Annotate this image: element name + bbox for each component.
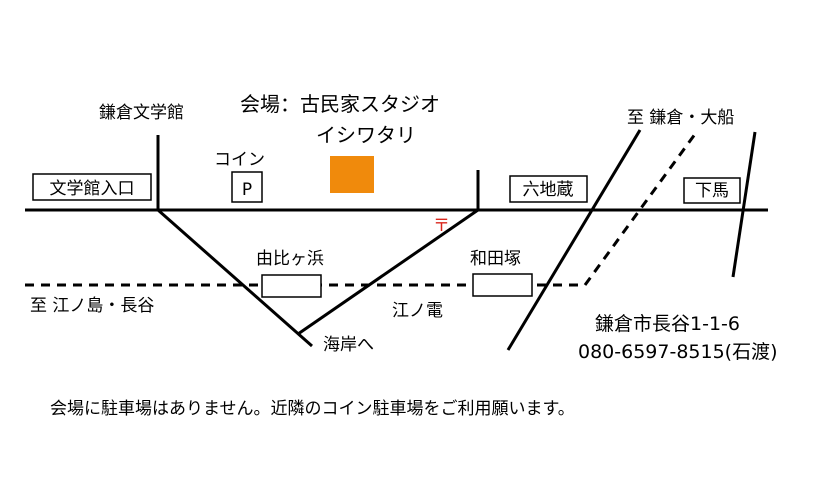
enoshima-hase-label: 至 江ノ島・長谷 — [30, 296, 154, 316]
rokujizo-label: 六地蔵 — [523, 180, 574, 200]
coin-parking-label: コイン — [214, 150, 265, 170]
bungakukan-iriguchi-label: 文学館入口 — [50, 179, 135, 199]
geba-box — [683, 177, 741, 204]
jr-railway — [583, 129, 700, 286]
geba-label: 下馬 — [695, 181, 729, 201]
road-to-kamakura — [506, 129, 642, 351]
venue-marker — [330, 156, 374, 193]
phone-text: 080-6597-8515(石渡) — [578, 341, 778, 363]
kamakura-ofuna-label: 至 鎌倉・大船 — [627, 108, 734, 128]
parking-box — [231, 171, 263, 203]
enoden-label: 江ノ電 — [392, 301, 443, 321]
post-office-symbol: 〒 — [433, 216, 450, 236]
venue-label: 会場：古民家スタジオ — [240, 92, 440, 116]
wadazuka-label: 和田塚 — [470, 249, 521, 269]
parking-notice: 会場に駐車場はありません。近隣のコイン駐車場をご利用願います。 — [50, 399, 575, 419]
yuigahama-label: 由比ヶ浜 — [256, 249, 324, 269]
road-diagonal-left — [157, 208, 313, 348]
road-diagonal-right — [297, 208, 479, 336]
venue-name-line2: イシワタリ — [316, 123, 416, 147]
kaigan-label: 海岸へ — [323, 335, 374, 355]
bungakukan-label: 鎌倉文学館 — [99, 103, 184, 123]
road-geba — [731, 131, 757, 278]
rokujizo-box — [509, 175, 588, 203]
yuigahama-station — [261, 274, 322, 298]
wadazuka-station — [472, 273, 533, 297]
bungakukan-iriguchi-box — [32, 173, 152, 201]
address-text: 鎌倉市長谷1-1-6 — [595, 313, 740, 335]
parking-symbol: P — [242, 180, 252, 200]
